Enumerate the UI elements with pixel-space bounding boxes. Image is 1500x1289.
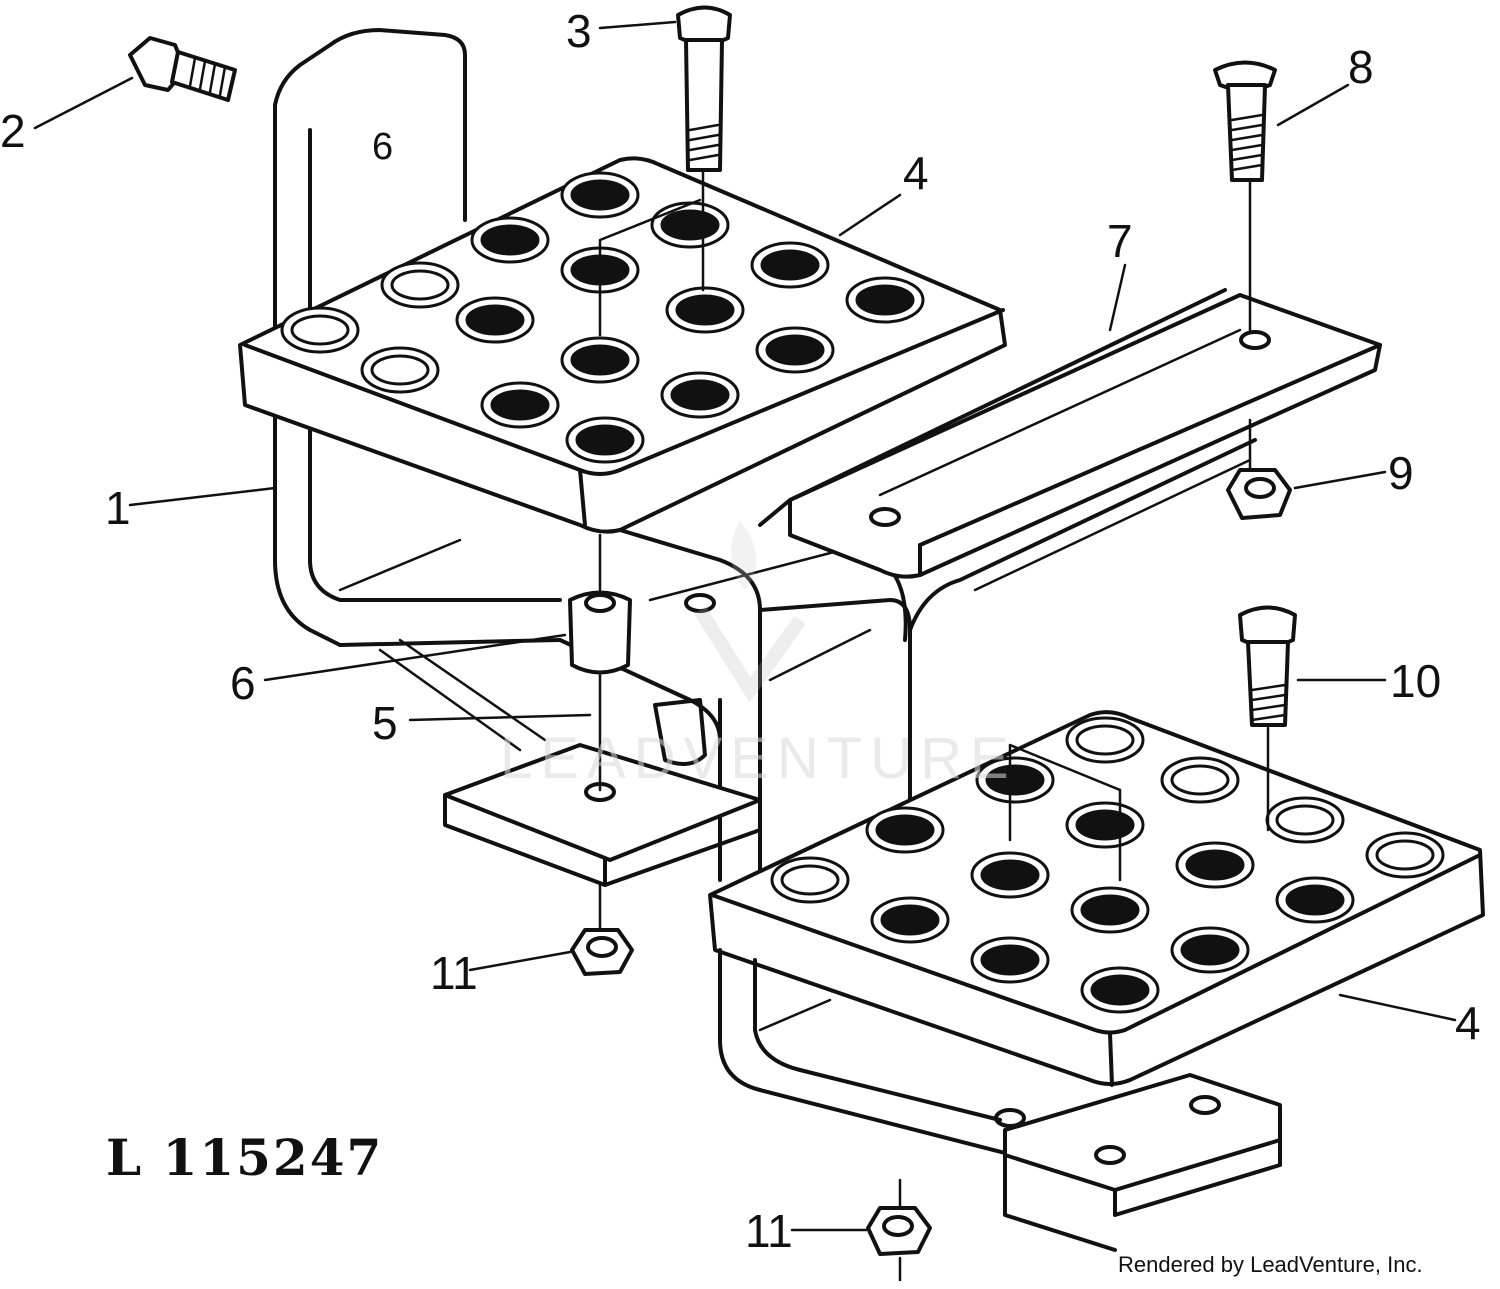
tread-hole-inner: [490, 389, 550, 421]
cap-screw-3: [598, 5, 732, 337]
tread-hole-inner: [980, 859, 1040, 891]
nut-11-bottom: [866, 1178, 932, 1282]
callout-3: 3: [566, 5, 592, 57]
tread-hole-inner: [980, 944, 1040, 976]
callout-11-left: 11: [430, 947, 478, 999]
tread-hole-inner: [1080, 894, 1140, 926]
leader-lines: [33, 20, 1457, 1232]
tread-hole-inner: [985, 764, 1045, 796]
callout-10: 10: [1390, 655, 1442, 707]
tread-hole-inner: [675, 294, 735, 326]
tread-hole-inner: [1075, 809, 1135, 841]
tread-hole-inner: [465, 304, 525, 336]
tread-hole-inner: [1285, 884, 1345, 916]
step-bracket: [273, 28, 562, 752]
tread-hole-inner: [390, 269, 450, 301]
cap-screw-2: [128, 36, 237, 102]
tread-hole-inner: [880, 904, 940, 936]
tread-hole-inner: [1275, 804, 1335, 836]
tread-hole-inner: [570, 179, 630, 211]
watermark-text: LEADVENTURE: [500, 726, 1017, 791]
tread-hole-inner: [780, 864, 840, 896]
tread-hole-inner: [760, 249, 820, 281]
callout-9: 9: [1388, 447, 1414, 499]
left-mounting-pad: [443, 698, 762, 887]
nut-9: [1226, 468, 1292, 520]
callout-7: 7: [1107, 215, 1133, 267]
tread-hole-inner: [1180, 934, 1240, 966]
upper-plate-holes: [280, 171, 925, 464]
tread-hole-inner: [1090, 974, 1150, 1006]
callout-2: 2: [0, 105, 26, 157]
carriage-bolt-8: [1213, 60, 1277, 472]
callout-4-lower: 4: [1455, 997, 1481, 1049]
nut-11-left: [570, 883, 634, 976]
tread-hole-inner: [480, 224, 540, 256]
callout-1: 1: [105, 482, 131, 534]
cap-screw-10: [1008, 605, 1297, 882]
tread-hole-inner: [660, 209, 720, 241]
tread-hole-inner: [575, 424, 635, 456]
callout-4-upper: 4: [903, 147, 929, 199]
tread-hole-inner: [1075, 724, 1135, 756]
callout-11-bottom: 11: [745, 1205, 793, 1257]
callout-8: 8: [1348, 41, 1374, 93]
tread-hole-inner: [670, 379, 730, 411]
spacer-6: [568, 533, 632, 792]
tread-hole-inner: [1375, 839, 1435, 871]
watermark-logo: [694, 520, 806, 703]
tread-hole-inner: [290, 314, 350, 346]
callout-6: 6: [230, 657, 256, 709]
tread-hole-inner: [875, 814, 935, 846]
tread-hole-inner: [1170, 764, 1230, 796]
tread-hole-inner: [765, 334, 825, 366]
tread-hole-inner: [1185, 849, 1245, 881]
figure-id: L 115247: [106, 1128, 384, 1187]
tread-hole-inner: [855, 284, 915, 316]
tread-hole-inner: [570, 344, 630, 376]
credit-text: Rendered by LeadVenture, Inc.: [1118, 1252, 1423, 1277]
tread-hole-inner: [370, 354, 430, 386]
callout-5: 5: [372, 697, 398, 749]
part-mark-6: 6: [372, 126, 394, 168]
mounting-bar: [788, 293, 1382, 592]
